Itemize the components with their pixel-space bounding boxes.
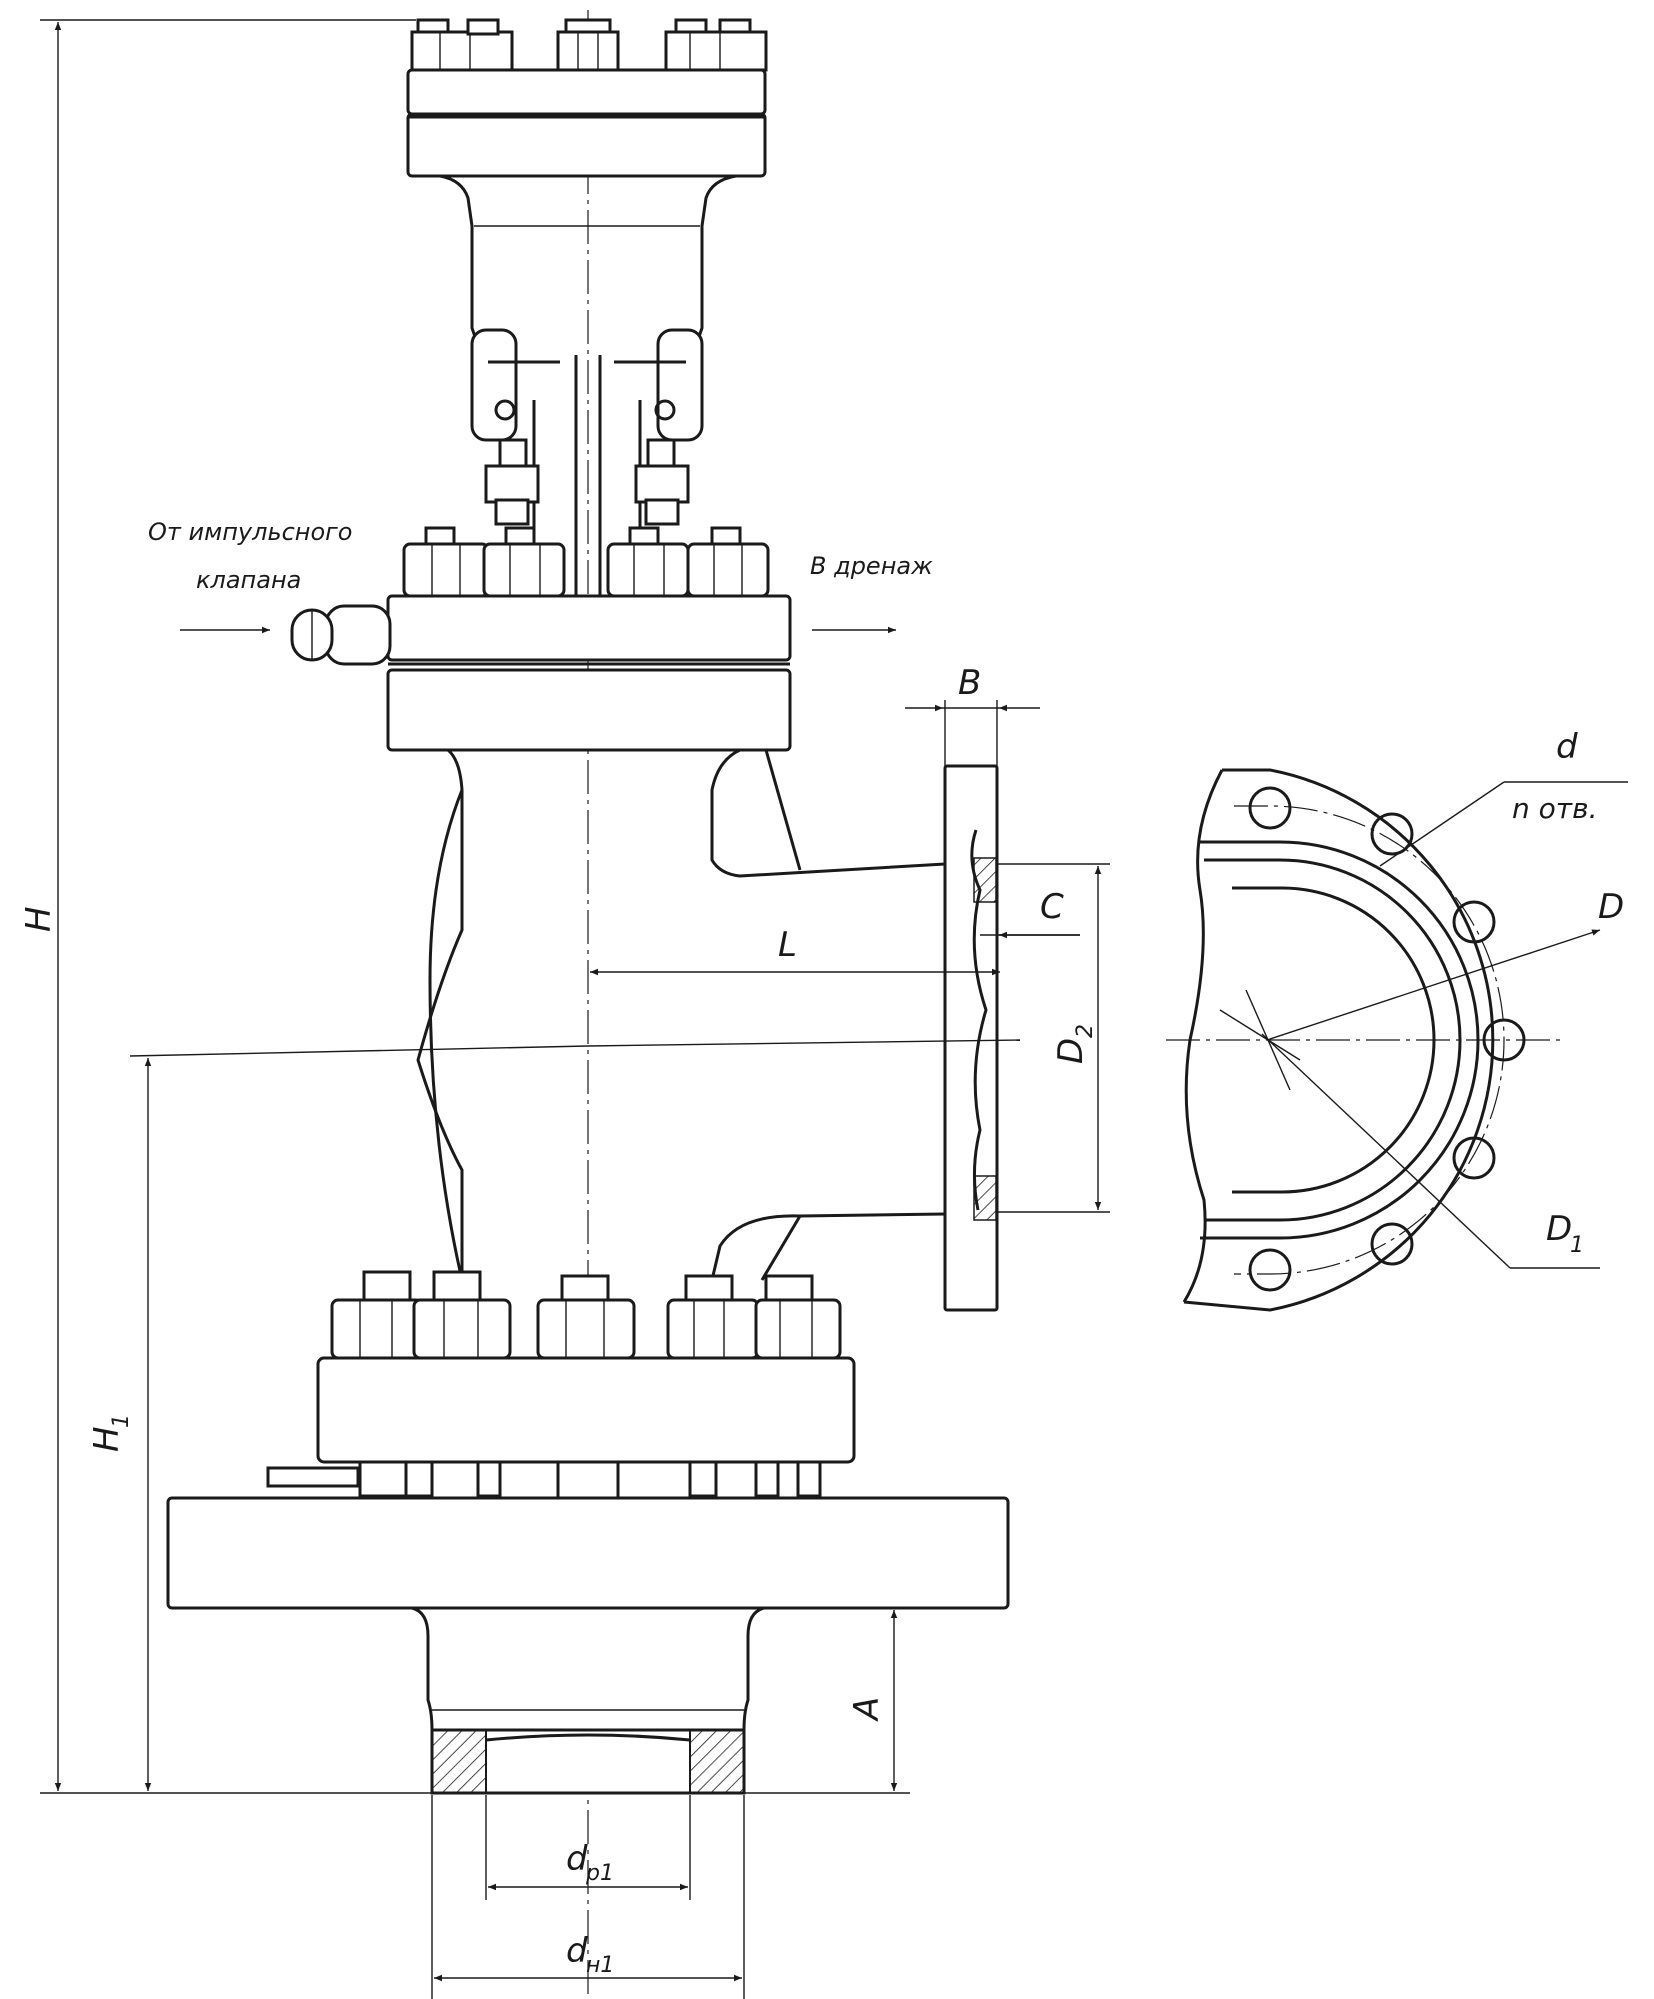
top-cover-flange [406, 68, 767, 178]
middle-flange [386, 594, 792, 752]
dim-label-dp1: d p1 [566, 1839, 614, 1886]
inlet-fitting [290, 604, 392, 666]
note-from-impulse-valve-2: клапана [196, 566, 301, 594]
note-from-impulse-valve-1: От импульсного [148, 518, 352, 546]
bonnet [439, 174, 737, 595]
dim-label-dp1-sub: p1 [585, 1861, 614, 1886]
middle-bolts [402, 526, 770, 598]
dim-label-d: d [1556, 727, 1578, 767]
dim-label-C: C [1040, 887, 1064, 927]
dim-label-D: D [1598, 887, 1624, 927]
dim-label-B: B [958, 663, 981, 703]
dim-label-D1: D 1 [1546, 1209, 1584, 1258]
dim-label-D2-main: D [1051, 1038, 1091, 1064]
dim-label-A: A [847, 1697, 887, 1722]
dim-label-dp1-main: d [566, 1839, 588, 1879]
valve-body [416, 748, 946, 1281]
dim-label-L: L [778, 925, 797, 965]
dim-label-D1-sub: 1 [1570, 1233, 1584, 1258]
dim-label-D2: D 2 [1051, 1024, 1098, 1064]
dim-label-dn1-sub: н1 [586, 1953, 614, 1978]
top-flange-bolts [410, 18, 768, 72]
flange-end-view [1166, 768, 1628, 1312]
dim-label-H1-main: H [87, 1426, 127, 1452]
outlet-flange [943, 764, 999, 1312]
dim-label-D2-sub: 2 [1073, 1024, 1098, 1038]
dim-label-dn1-main: d [566, 1931, 588, 1971]
inlet-nozzle [411, 1606, 765, 1795]
lower-flange [266, 1356, 856, 1500]
note-to-drain: В дренаж [810, 552, 933, 580]
dim-label-dn1: d н1 [566, 1931, 614, 1978]
note-holes: n отв. [1512, 792, 1598, 825]
dim-label-H1-sub: 1 [109, 1414, 134, 1428]
base-flange [166, 1496, 1010, 1610]
dim-label-D1-main: D [1546, 1209, 1572, 1249]
dim-label-H1: H 1 [87, 1414, 134, 1452]
dim-label-H: H [19, 906, 59, 932]
lower-bolts [330, 1270, 842, 1360]
labels: От импульсного клапана В дренаж H H 1 A … [19, 518, 1624, 1978]
dimensions [40, 19, 1110, 1999]
